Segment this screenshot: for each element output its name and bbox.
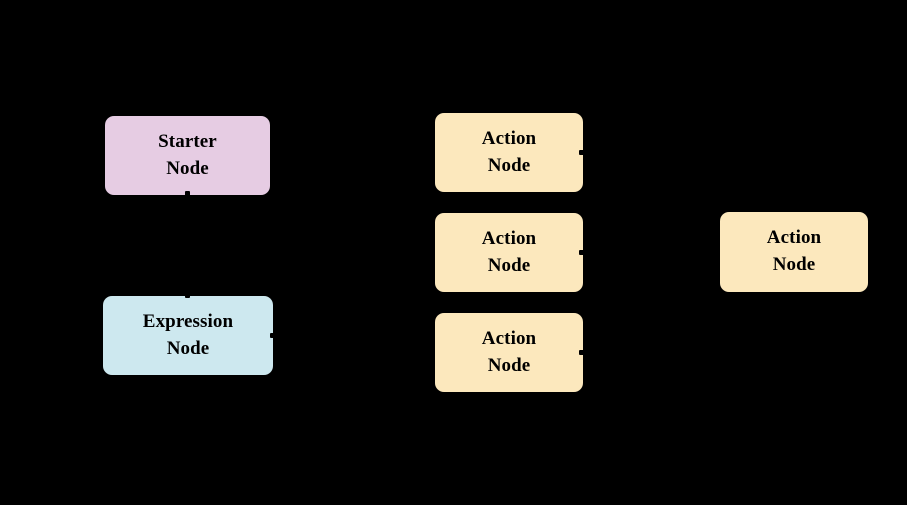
- node-label-line1: Action: [481, 327, 537, 349]
- node-label-line2: Node: [487, 154, 531, 176]
- node-label-line2: Node: [166, 157, 209, 179]
- node-label-line1: Action: [766, 227, 822, 249]
- node-label-line1: Action: [481, 127, 537, 149]
- action-node-4[interactable]: Action Node: [720, 212, 868, 292]
- node-label-line2: Node: [166, 337, 210, 359]
- node-label-line2: Node: [772, 254, 816, 275]
- node-label-line1: Expression: [142, 310, 234, 332]
- node-label-line2: Node: [487, 354, 531, 376]
- action-node-2[interactable]: Action Node: [435, 213, 583, 292]
- expression-node[interactable]: Expression Node: [103, 296, 273, 375]
- starter-node[interactable]: Starter Node: [105, 116, 270, 195]
- node-label-line1: Starter: [158, 130, 217, 152]
- edge-expression-to-action-2: [272, 251, 435, 336]
- action-node-3[interactable]: Action Node: [435, 313, 583, 392]
- node-label-line2: Node: [487, 254, 531, 276]
- edge-expression-to-action-1: [272, 151, 435, 336]
- node-label-line1: Action: [481, 227, 537, 249]
- edge-expression-to-action-3: [272, 334, 435, 353]
- action-node-1[interactable]: Action Node: [435, 113, 583, 192]
